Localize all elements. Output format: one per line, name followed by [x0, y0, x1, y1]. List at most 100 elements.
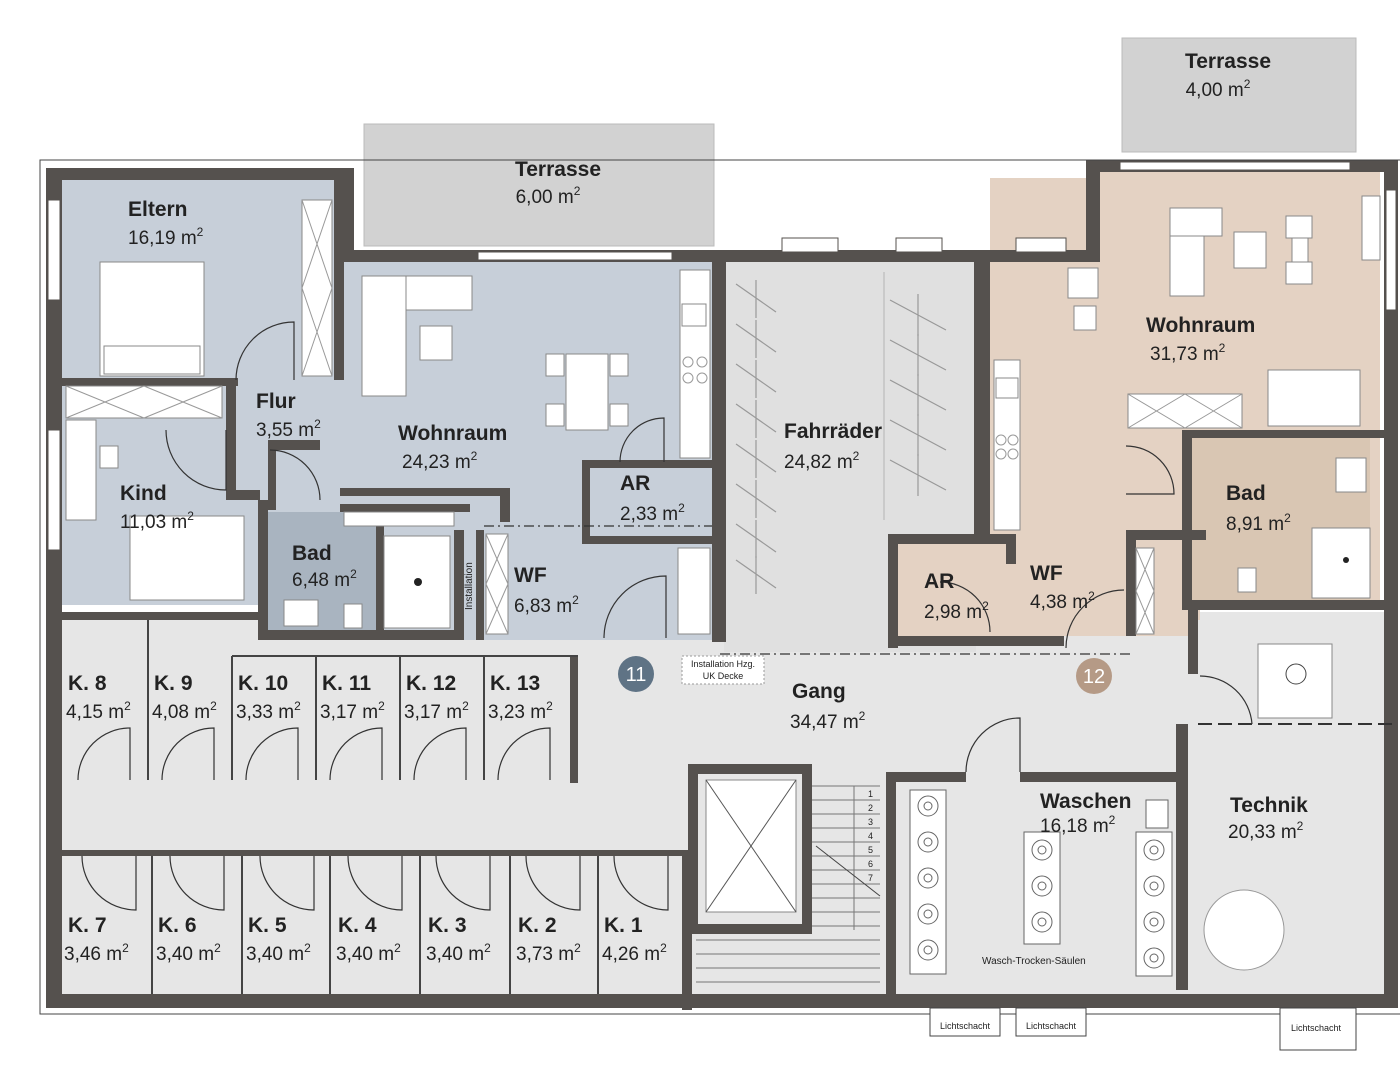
exterior-outline [39, 159, 1400, 1015]
bad-left-fixtures [283, 511, 455, 629]
cellar-doors-bottom [81, 855, 669, 911]
stair-step-7: 7 [868, 873, 873, 883]
cellar-k13-area: 3,23 m2 [488, 699, 553, 723]
ar-left-area: 2,33 m2 [620, 501, 685, 525]
cellar-k2-name: K. 2 [518, 914, 557, 937]
cellar-partitions [147, 620, 599, 994]
terrasse-right-area: 4,00 m2 [1186, 77, 1251, 101]
bad-right-fixtures [1135, 457, 1371, 635]
cellar-k11-name: K. 11 [322, 672, 371, 695]
cellar-k5-area: 3,40 m2 [246, 941, 311, 965]
cellar-k2-area: 3,73 m2 [516, 941, 581, 965]
installation-note-line1: Installation Hzg. [691, 659, 755, 669]
staircase [696, 785, 881, 983]
kind-name: Kind [120, 482, 167, 505]
cellar-k9-area: 4,08 m2 [152, 699, 217, 723]
wohnraum-left-area: 24,23 m2 [402, 449, 478, 473]
terrasse-right-name: Terrasse [1185, 50, 1271, 73]
bad-right-name: Bad [1226, 482, 1266, 505]
cellar-k10-name: K. 10 [238, 672, 288, 695]
cellar-k6-area: 3,40 m2 [156, 941, 221, 965]
technik-equipment [1203, 643, 1333, 971]
ar-left-name: AR [620, 472, 650, 495]
elevator [705, 779, 797, 913]
fahrraeder-area: 24,82 m2 [784, 449, 860, 473]
waschen-name: Waschen [1040, 790, 1131, 813]
room-doors [165, 321, 1253, 773]
gang-name: Gang [792, 680, 846, 703]
ar-right-area: 2,98 m2 [924, 599, 989, 623]
ar-right-name: AR [924, 570, 954, 593]
waschen-area: 16,18 m2 [1040, 813, 1116, 837]
installation-note-box [681, 655, 765, 685]
wohnraum-left-furniture [361, 269, 711, 459]
eltern-area: 16,19 m2 [128, 225, 204, 249]
exterior-walls [46, 160, 1398, 1008]
unit-11-badge: 11 [618, 656, 654, 692]
gang-area: 34,47 m2 [790, 709, 866, 733]
eltern-name: Eltern [128, 198, 188, 221]
label-terrasse-left: Terrasse 6,00 m2 [515, 158, 601, 208]
wf-left-area: 6,83 m2 [514, 593, 579, 617]
cellar-k7-area: 3,46 m2 [64, 941, 129, 965]
unit-12-badge: 12 [1076, 658, 1112, 694]
installation-vertical-label: Installation [464, 562, 475, 610]
washing-machines [909, 789, 1173, 977]
terrace-right [1121, 37, 1357, 153]
stair-step-1: 1 [868, 789, 873, 799]
cellar-k10-area: 3,33 m2 [236, 699, 301, 723]
bad-left-name: Bad [292, 542, 332, 565]
lichtschacht-boxes [929, 1007, 1357, 1051]
label-terrasse-right: Terrasse 4,00 m2 [1185, 50, 1271, 101]
wohnraum-right-furniture [993, 195, 1381, 531]
unit-11-badge-text: 11 [626, 664, 647, 686]
wohnraum-right-name: Wohnraum [1146, 314, 1255, 337]
cellar-k1-name: K. 1 [604, 914, 643, 937]
wf-right-name: WF [1030, 562, 1063, 585]
cellar-k1-area: 4,26 m2 [602, 941, 667, 965]
fahrraeder-name: Fahrräder [784, 420, 882, 443]
lichtschacht-1: Lichtschacht [940, 1021, 991, 1031]
cellar-k4-name: K. 4 [338, 914, 377, 937]
flur-area: 3,55 m2 [256, 417, 321, 441]
cellar-doors-top [77, 727, 551, 781]
corridor-lines [484, 525, 1130, 655]
wf-left-name: WF [514, 564, 547, 587]
wohnraum-right-area: 31,73 m2 [1150, 341, 1226, 365]
cellar-labels-top: K. 8 4,15 m2 K. 9 4,08 m2 K. 10 3,33 m2 … [66, 672, 553, 723]
cellar-k5-name: K. 5 [248, 914, 287, 937]
cellar-k13-name: K. 13 [490, 672, 540, 695]
eltern-furniture [99, 199, 333, 377]
cellar-k8-area: 4,15 m2 [66, 699, 131, 723]
bike-marks [735, 272, 947, 594]
stair-step-2: 2 [868, 803, 873, 813]
unit-12-badge-text: 12 [1083, 666, 1105, 688]
stair-step-3: 3 [868, 817, 873, 827]
wf-right-area: 4,38 m2 [1030, 589, 1095, 613]
cellar-k9-name: K. 9 [154, 672, 193, 695]
lichtschacht-3: Lichtschacht [1291, 1023, 1342, 1033]
cellar-k3-name: K. 3 [428, 914, 467, 937]
cellar-k11-area: 3,17 m2 [320, 699, 385, 723]
wasch-trocken-label: Wasch-Trocken-Säulen [982, 956, 1086, 967]
terrasse-left-area: 6,00 m2 [516, 184, 581, 208]
cellar-labels-bottom: K. 7 3,46 m2 K. 6 3,40 m2 K. 5 3,40 m2 K… [64, 914, 667, 965]
bad-right-area: 8,91 m2 [1226, 511, 1291, 535]
cellar-k7-name: K. 7 [68, 914, 107, 937]
stair-step-6: 6 [868, 859, 873, 869]
stair-numbers: 1 2 3 4 5 6 7 [868, 789, 873, 883]
bad-left-area: 6,48 m2 [292, 567, 357, 591]
kind-area: 11,03 m2 [120, 509, 194, 533]
flur-name: Flur [256, 390, 296, 413]
interior-walls [62, 180, 1386, 1010]
cellar-k12-name: K. 12 [406, 672, 456, 695]
installation-note-line2: UK Decke [703, 671, 744, 681]
cellar-k12-area: 3,17 m2 [404, 699, 469, 723]
cellar-k6-name: K. 6 [158, 914, 197, 937]
lichtschacht-2: Lichtschacht [1026, 1021, 1077, 1031]
cellar-k3-area: 3,40 m2 [426, 941, 491, 965]
wf-left-storage [485, 533, 711, 635]
terrace-left [363, 123, 715, 247]
kind-furniture [65, 385, 245, 601]
